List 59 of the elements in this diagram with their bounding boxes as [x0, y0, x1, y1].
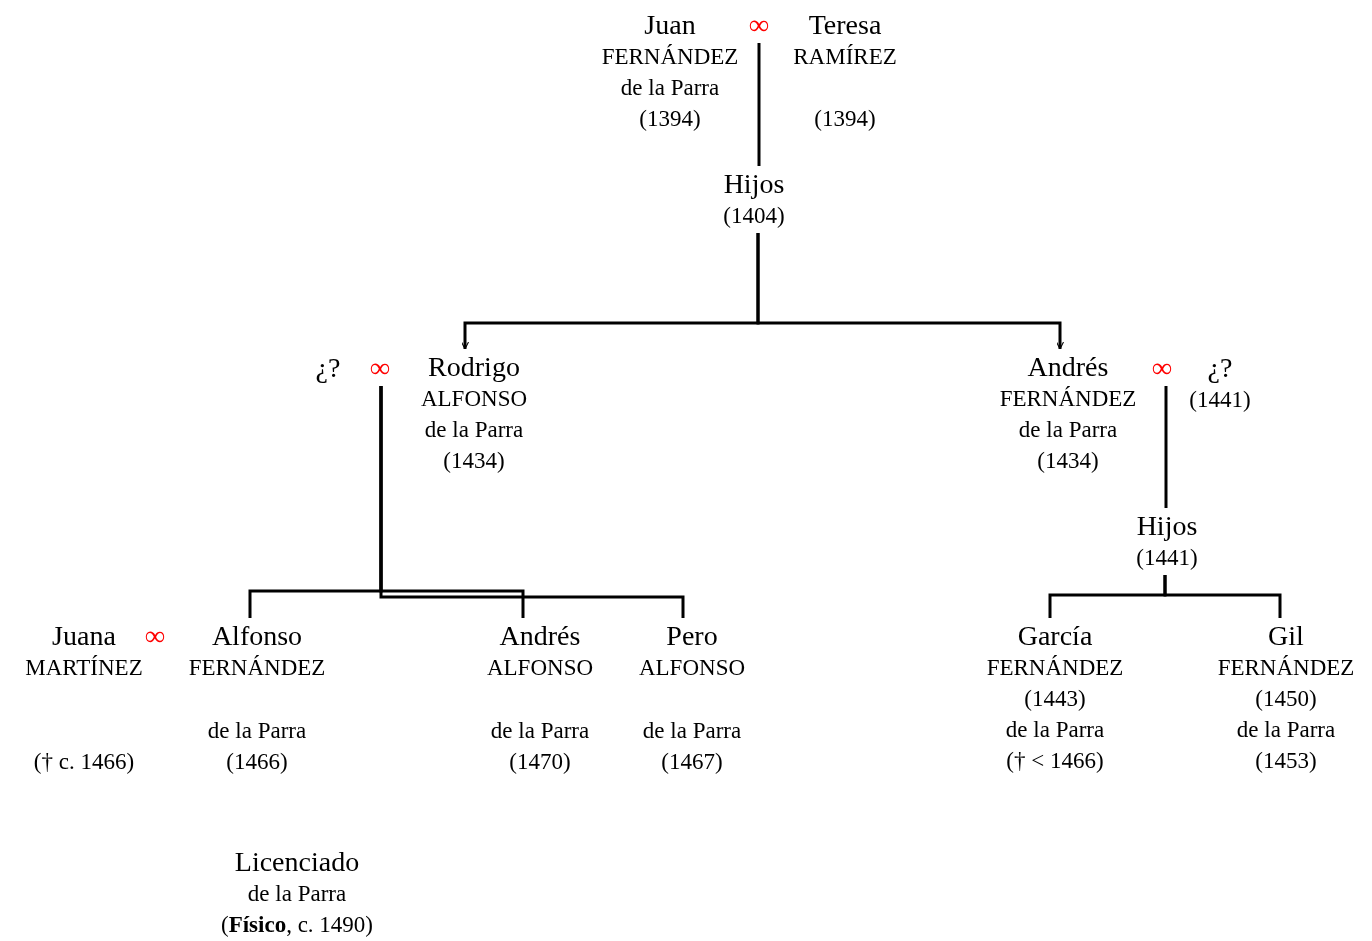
- person-detail: FERNÁNDEZ: [188, 654, 326, 682]
- person-detail: († < 1466): [1006, 747, 1104, 775]
- person-name: Andrés: [1027, 351, 1109, 383]
- person-detail: de la Parra: [642, 717, 742, 745]
- person-detail: (1434): [1037, 447, 1099, 475]
- person-detail: de la Parra: [1018, 416, 1118, 444]
- person-detail: (1467): [661, 748, 723, 776]
- connector-line: [756, 233, 1065, 350]
- person-name: Andrés: [499, 620, 581, 652]
- connector-line: [1163, 575, 1282, 618]
- person-name: Gil: [1268, 620, 1304, 652]
- person-name: ¿?: [315, 352, 341, 384]
- person-detail: de la Parra: [490, 717, 590, 745]
- person-name: Teresa: [808, 9, 882, 41]
- person-name: Juan: [644, 9, 696, 41]
- person-detail: (1404): [723, 202, 785, 230]
- person-detail: (1453): [1255, 747, 1317, 775]
- marriage-symbol: ∞: [1152, 352, 1172, 384]
- person-name: Hijos: [1136, 510, 1198, 542]
- person-name: ¿?: [1207, 352, 1233, 384]
- person-detail: FERNÁNDEZ: [1217, 654, 1355, 682]
- person-detail: (1441): [1136, 544, 1198, 572]
- person-detail: (1434): [443, 447, 505, 475]
- person-detail: FERNÁNDEZ: [601, 43, 739, 71]
- person-detail: (1450): [1255, 685, 1317, 713]
- connector-line: [757, 43, 761, 166]
- person-detail: ALFONSO: [638, 654, 746, 682]
- person-detail: de la Parra: [207, 717, 307, 745]
- person-name: Rodrigo: [428, 351, 520, 383]
- connector-line: [1164, 386, 1168, 508]
- person-detail: († c. 1466): [33, 748, 135, 776]
- person-detail: FERNÁNDEZ: [999, 385, 1137, 413]
- connector-line: [379, 386, 685, 618]
- person-name: Juana: [52, 620, 116, 652]
- person-detail: (1394): [639, 105, 701, 133]
- person-detail: ALFONSO: [486, 654, 594, 682]
- marriage-symbol: ∞: [145, 620, 165, 652]
- person-detail: (1394): [814, 105, 876, 133]
- person-detail: de la Parra: [1236, 716, 1336, 744]
- person-detail: (1470): [509, 748, 571, 776]
- person-detail: (1441): [1189, 386, 1251, 414]
- marriage-symbol: ∞: [749, 9, 769, 41]
- person-name: García: [1017, 620, 1093, 652]
- person-detail: (1466): [226, 748, 288, 776]
- person-detail: de la Parra: [424, 416, 524, 444]
- person-name: Alfonso: [211, 620, 303, 652]
- person-detail: de la Parra: [1005, 716, 1105, 744]
- person-detail: RAMÍREZ: [793, 43, 897, 71]
- person-detail: (1443): [1024, 685, 1086, 713]
- person-detail: de la Parra: [247, 880, 347, 908]
- person-name: Licenciado: [234, 846, 360, 878]
- marriage-symbol: ∞: [370, 352, 390, 384]
- person-name: Hijos: [723, 168, 785, 200]
- person-detail: FERNÁNDEZ: [986, 654, 1124, 682]
- person-name: Pero: [666, 620, 718, 652]
- person-detail: de la Parra: [620, 74, 720, 102]
- person-detail: ALFONSO: [420, 385, 528, 413]
- person-detail: (Físico, c. 1490): [221, 911, 373, 939]
- person-detail: MARTÍNEZ: [25, 654, 143, 682]
